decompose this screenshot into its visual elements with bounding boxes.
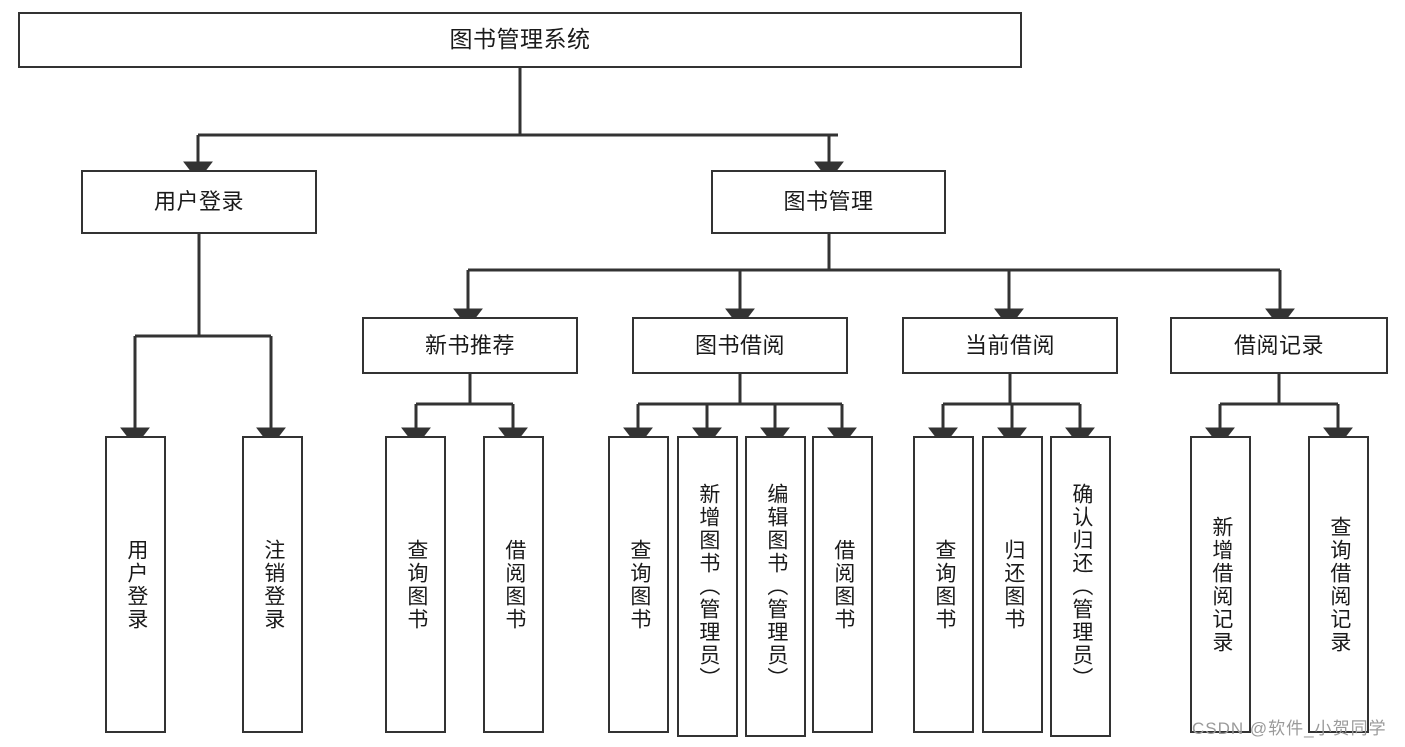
node-new-book-recommend[interactable]: 新书推荐 [362,317,578,374]
node-book-borrow-label: 图书借阅 [694,332,785,358]
node-user-login-label: 用户登录 [153,189,244,215]
leaf-label: 查询借阅记录 [1327,515,1351,654]
leaf-label: 用户登录 [124,538,148,631]
leaf-label: 新增图书（管理员） [696,483,720,690]
leaf-label: 确认归还（管理员） [1069,483,1093,690]
leaf-query-book-current[interactable]: 查询图书 [913,436,974,733]
node-new-book-recommend-label: 新书推荐 [424,332,515,358]
node-current-borrow-label: 当前借阅 [964,332,1055,358]
leaf-logout[interactable]: 注销登录 [242,436,303,733]
node-root[interactable]: 图书管理系统 [18,12,1022,68]
leaf-label: 注销登录 [261,538,285,631]
leaf-add-borrow-record[interactable]: 新增借阅记录 [1190,436,1251,733]
node-current-borrow[interactable]: 当前借阅 [902,317,1118,374]
leaf-return-book[interactable]: 归还图书 [982,436,1043,733]
leaf-borrow-book-recommend[interactable]: 借阅图书 [483,436,544,733]
node-book-borrow[interactable]: 图书借阅 [632,317,848,374]
leaf-query-book-recommend[interactable]: 查询图书 [385,436,446,733]
leaf-label: 借阅图书 [831,538,855,631]
leaf-add-book-admin[interactable]: 新增图书（管理员） [677,436,738,737]
leaf-label: 查询图书 [627,538,651,631]
leaf-confirm-return-admin[interactable]: 确认归还（管理员） [1050,436,1111,737]
leaf-label: 查询图书 [404,538,428,631]
node-book-management[interactable]: 图书管理 [711,170,946,234]
leaf-label: 新增借阅记录 [1209,515,1233,654]
leaf-query-borrow-record[interactable]: 查询借阅记录 [1308,436,1369,733]
node-user-login[interactable]: 用户登录 [81,170,317,234]
leaf-label: 查询图书 [932,538,956,631]
leaf-label: 归还图书 [1001,538,1025,631]
leaf-borrow-book[interactable]: 借阅图书 [812,436,873,733]
node-book-management-label: 图书管理 [783,189,874,215]
leaf-query-book-borrow[interactable]: 查询图书 [608,436,669,733]
leaf-user-login[interactable]: 用户登录 [105,436,166,733]
node-borrow-record[interactable]: 借阅记录 [1170,317,1388,374]
leaf-edit-book-admin[interactable]: 编辑图书（管理员） [745,436,806,737]
leaf-label: 借阅图书 [502,538,526,631]
node-root-label: 图书管理系统 [449,26,591,53]
leaf-label: 编辑图书（管理员） [764,483,788,690]
node-borrow-record-label: 借阅记录 [1233,332,1324,358]
